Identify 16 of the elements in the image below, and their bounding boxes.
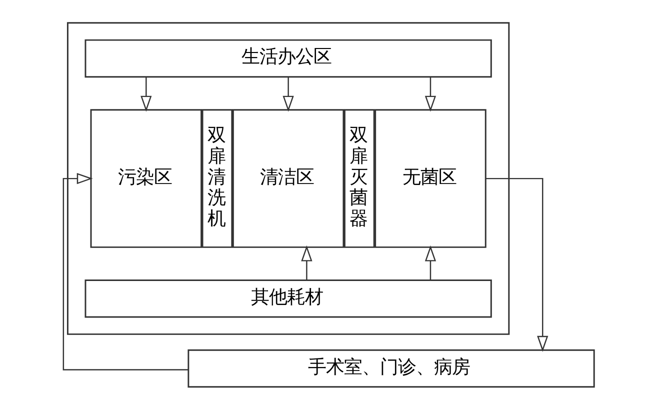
arrow (424, 77, 436, 112)
arrow (486, 178, 548, 352)
node-box: 手术室、门诊、病房 (188, 349, 595, 388)
arrow (301, 245, 312, 280)
node-box: 清洁区 (232, 109, 344, 248)
arrow (140, 77, 152, 112)
arrow (282, 77, 294, 112)
node-box: 双扉清洗机 (202, 109, 233, 248)
arrow (424, 245, 436, 280)
cluster (66, 22, 510, 335)
arrow (62, 172, 188, 370)
node-box: 生活办公区 (84, 39, 492, 78)
node-box: 其他耗材 (84, 280, 492, 318)
node-box: 双扉灭菌器 (344, 109, 375, 248)
node-box: 无菌区 (374, 109, 486, 248)
node-box: 污染区 (90, 109, 202, 248)
